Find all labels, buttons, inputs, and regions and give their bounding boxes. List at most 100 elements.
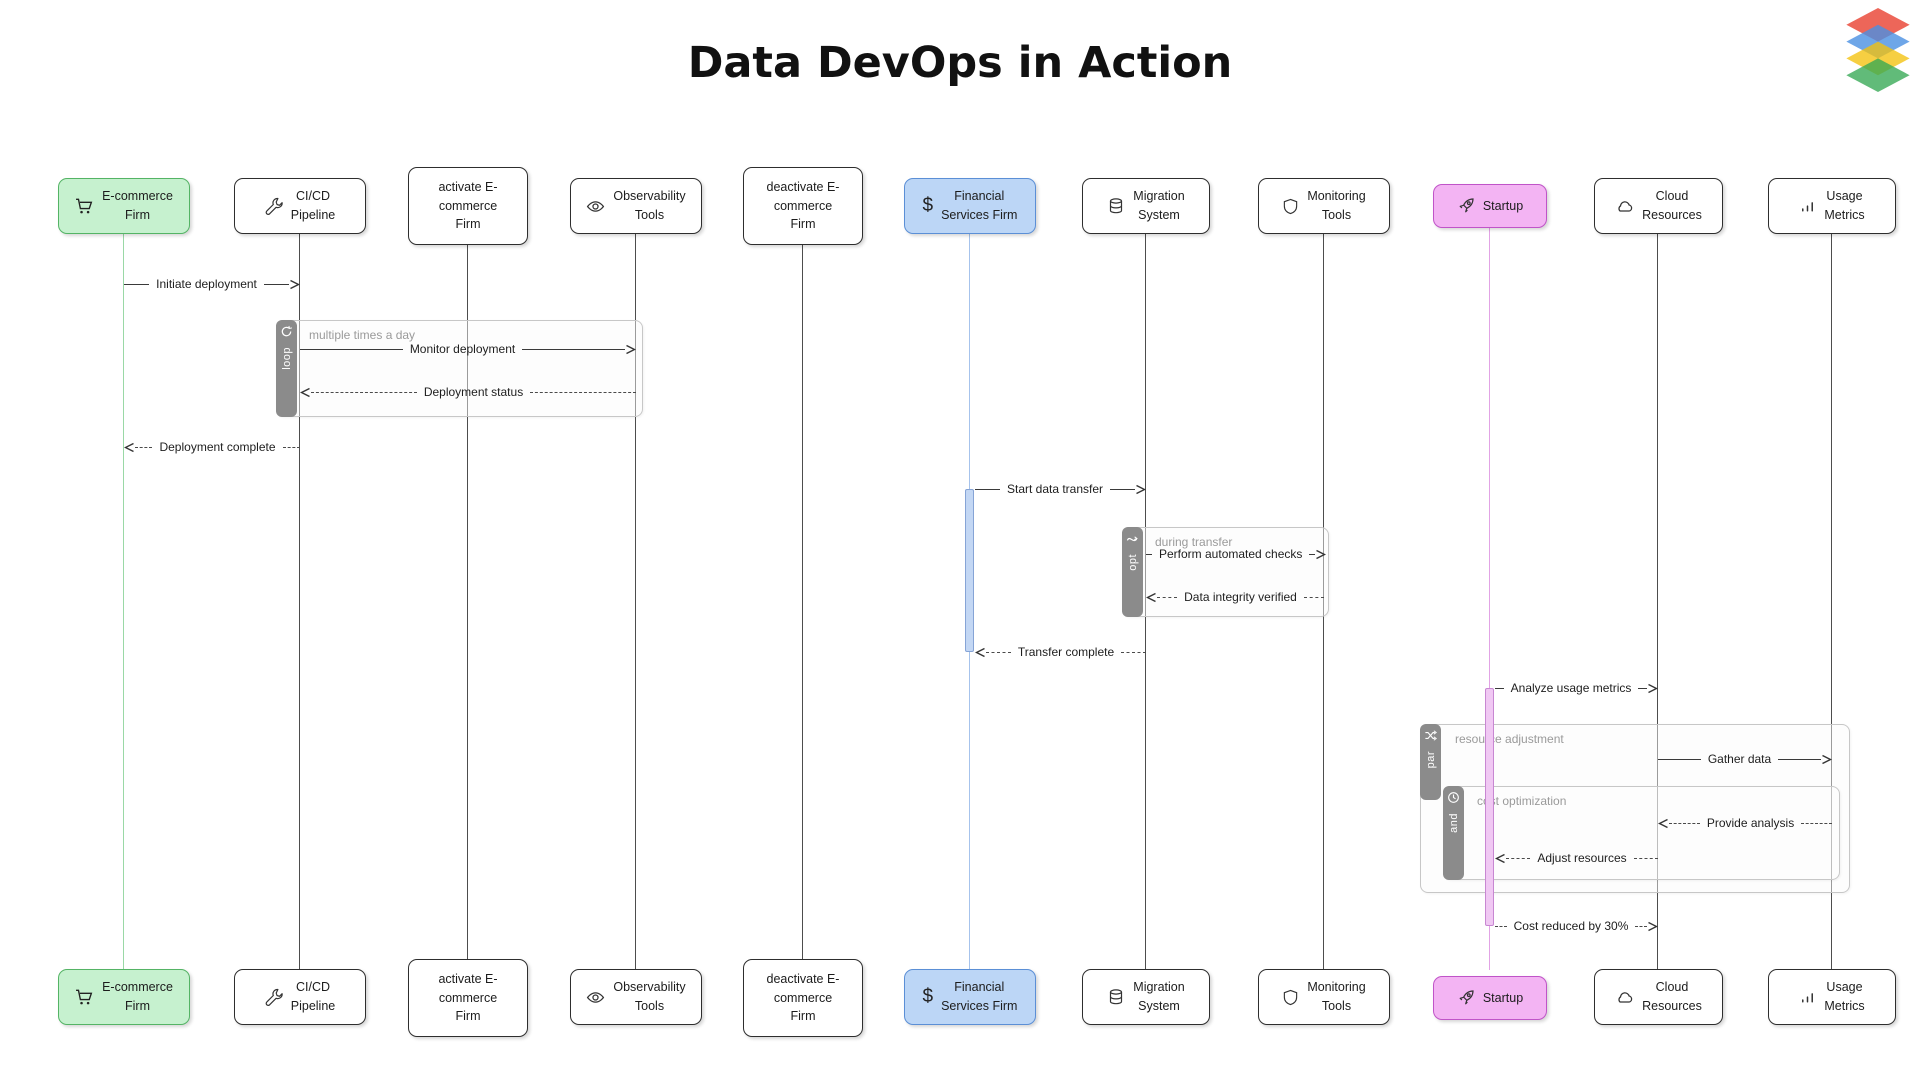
actor-deactivate-ecommerce-top: deactivate E- commerce Firm (743, 167, 863, 245)
actor-label: Cloud Resources (1642, 980, 1702, 1013)
message-initiate-deployment: Initiate deployment (124, 273, 301, 295)
cart-icon (75, 988, 94, 1007)
actor-usage-metrics-top: Usage Metrics (1768, 178, 1896, 234)
message-provide-analysis: Provide analysis (1658, 812, 1832, 834)
message-label: Data integrity verified (1184, 590, 1297, 604)
actor-label: activate E- commerce Firm (438, 971, 498, 1024)
actor-label: Monitoring Tools (1307, 980, 1366, 1013)
actor-cicd-pipeline-top: CI/CD Pipeline (234, 178, 366, 234)
message-label: Initiate deployment (156, 277, 257, 291)
actor-label: Usage Metrics (1824, 980, 1865, 1013)
actor-label: Migration System (1133, 189, 1185, 222)
par-frame-condition: resource adjustment (1455, 732, 1564, 746)
message-perform-automated-checks: Perform automated checks (1146, 543, 1327, 565)
lifeline-activate-ecommerce (467, 228, 469, 970)
par-icon (1424, 729, 1438, 747)
actor-financial-services-top: $ Financial Services Firm (904, 178, 1036, 234)
actor-observability-tools-bottom: Observability Tools (570, 969, 702, 1025)
arrowhead-left-icon (1658, 818, 1669, 829)
loop-icon (280, 325, 293, 343)
message-label: Perform automated checks (1159, 547, 1303, 561)
message-data-integrity-verified: Data integrity verified (1146, 586, 1324, 608)
opt-frame-condition: during transfer (1155, 535, 1233, 549)
actor-ecommerce-firm-top: E-commerce Firm (58, 178, 190, 234)
actor-startup-bottom: Startup (1433, 976, 1547, 1020)
arrowhead-left-icon (124, 442, 135, 453)
arrowhead-right-icon (1315, 549, 1327, 560)
actor-cloud-resources-bottom: Cloud Resources (1594, 969, 1723, 1025)
message-label: Transfer complete (1017, 645, 1115, 659)
message-label: Gather data (1707, 752, 1772, 766)
and-frame-tab: and (1443, 786, 1464, 880)
cloud-icon (1615, 197, 1634, 216)
actor-startup-top: Startup (1433, 184, 1547, 228)
arrowhead-left-icon (1146, 592, 1157, 603)
message-analyze-usage-metrics: Analyze usage metrics (1495, 677, 1659, 699)
page-title: Data DevOps in Action (687, 38, 1233, 88)
message-deployment-complete: Deployment complete (124, 436, 300, 458)
actor-label: CI/CD Pipeline (290, 980, 336, 1013)
actor-monitoring-tools-bottom: Monitoring Tools (1258, 969, 1390, 1025)
arrowhead-right-icon (1135, 484, 1147, 495)
lifeline-deactivate-ecommerce (802, 228, 804, 970)
dollar-icon: $ (922, 986, 934, 1007)
actor-migration-system-top: Migration System (1082, 178, 1210, 234)
database-icon (1107, 988, 1125, 1006)
activation-bar-startup (1485, 688, 1494, 926)
actor-label: Financial Services Firm (941, 980, 1018, 1013)
dollar-icon: $ (922, 195, 934, 216)
actor-monitoring-tools-top: Monitoring Tools (1258, 178, 1390, 234)
arrowhead-right-icon (1647, 921, 1659, 932)
shield-icon (1282, 989, 1299, 1006)
message-adjust-resources: Adjust resources (1495, 847, 1658, 869)
arrowhead-right-icon (1821, 754, 1832, 765)
message-label: Analyze usage metrics (1510, 681, 1632, 695)
message-label: Provide analysis (1706, 816, 1795, 830)
actor-label: deactivate E- commerce Firm (766, 179, 840, 232)
and-frame: and cost optimization (1443, 786, 1840, 880)
and-frame-condition: cost optimization (1477, 794, 1567, 808)
actor-label: Cloud Resources (1642, 189, 1702, 222)
message-monitor-deployment: Monitor deployment (300, 338, 637, 360)
actor-cicd-pipeline-bottom: CI/CD Pipeline (234, 969, 366, 1025)
par-frame-tab-label: par (1424, 751, 1437, 769)
eye-icon (586, 197, 605, 216)
opt-frame: opt during transfer (1122, 527, 1329, 617)
activation-bar-financial (965, 489, 974, 652)
message-label: Adjust resources (1537, 851, 1627, 865)
loop-frame-condition: multiple times a day (309, 328, 416, 342)
clock-icon (1447, 791, 1460, 809)
message-label: Deployment status (423, 385, 524, 399)
loop-frame: loop multiple times a day (276, 320, 643, 417)
actor-label: E-commerce Firm (102, 189, 173, 222)
database-icon (1107, 197, 1125, 215)
lifeline-ecommerce-firm (123, 228, 125, 970)
arrowhead-right-icon (289, 279, 301, 290)
actor-cloud-resources-top: Cloud Resources (1594, 178, 1723, 234)
opt-icon (1126, 532, 1139, 550)
wrench-icon (265, 197, 283, 215)
actor-activate-ecommerce-bottom: activate E- commerce Firm (408, 959, 528, 1037)
eye-icon (586, 988, 605, 1007)
actor-migration-system-bottom: Migration System (1082, 969, 1210, 1025)
par-frame-tab: par (1420, 724, 1441, 800)
lifeline-usage-metrics (1831, 228, 1833, 970)
message-transfer-complete: Transfer complete (975, 641, 1147, 663)
bar-chart-icon (1799, 989, 1816, 1006)
rocket-icon (1457, 197, 1475, 215)
actor-label: Startup (1482, 198, 1524, 213)
actor-label: Observability Tools (613, 980, 686, 1013)
opt-frame-tab-label: opt (1126, 554, 1139, 571)
arrowhead-right-icon (1647, 683, 1659, 694)
cloud-icon (1615, 988, 1634, 1007)
actor-financial-services-bottom: $ Financial Services Firm (904, 969, 1036, 1025)
message-cost-reduced: Cost reduced by 30% (1495, 915, 1659, 937)
message-gather-data: Gather data (1658, 748, 1832, 770)
shield-icon (1282, 198, 1299, 215)
lifeline-cloud-resources (1657, 228, 1659, 970)
arrowhead-left-icon (1495, 853, 1506, 864)
actor-label: Startup (1482, 990, 1524, 1005)
opt-frame-tab: opt (1122, 527, 1143, 617)
arrowhead-left-icon (975, 647, 986, 658)
bar-chart-icon (1799, 198, 1816, 215)
